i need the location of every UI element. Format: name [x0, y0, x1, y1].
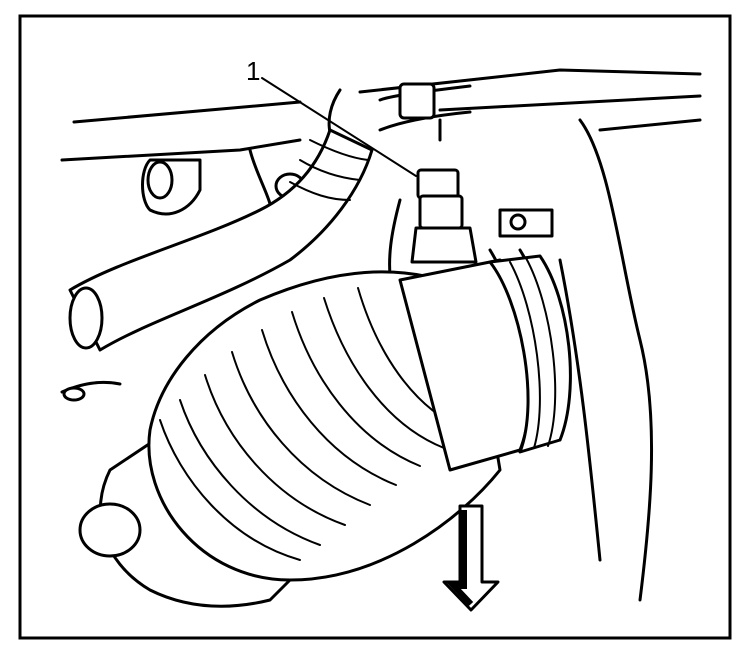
- down-arrow-shadow: [447, 510, 474, 607]
- upper-hose: [378, 82, 472, 142]
- down-arrow-icon: [442, 504, 500, 612]
- callout-number-1: 1: [246, 56, 261, 86]
- breather-hose: [68, 128, 374, 352]
- figure-border: [18, 14, 732, 640]
- background-structure: [60, 68, 702, 602]
- left-fitting: [60, 380, 122, 402]
- air-intake-duct: [78, 254, 572, 608]
- callout-leader-line: [261, 77, 417, 177]
